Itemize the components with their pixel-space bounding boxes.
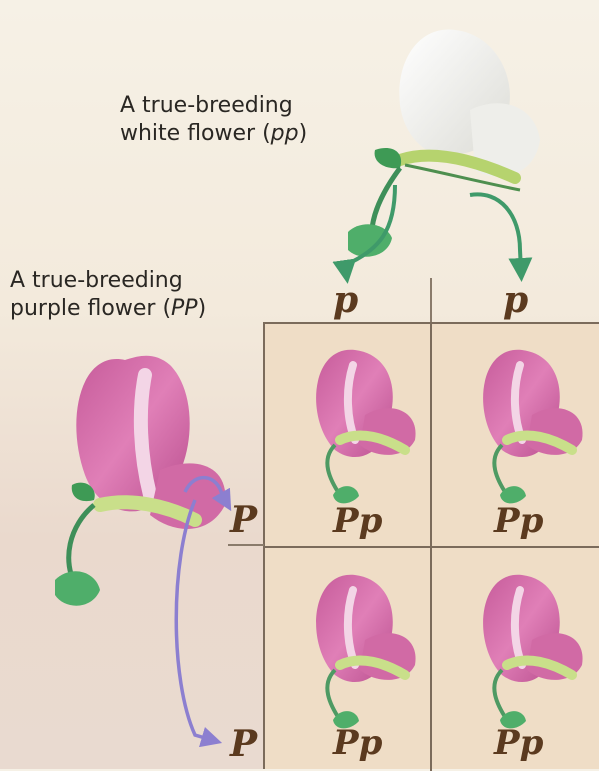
white-parent-genotype: pp: [271, 121, 299, 146]
offspring-flower-3: [316, 575, 415, 729]
row-allele-1: P: [230, 502, 257, 538]
column-allele-1: p: [333, 282, 358, 318]
cell-genotype-1: Pp: [333, 504, 382, 538]
white-parent-label: A true-breeding white flower (pp): [120, 92, 307, 148]
offspring-flower-2: [483, 350, 582, 504]
white-parent-label-suffix: ): [299, 121, 308, 146]
purple-parent-label-line1: A true-breeding: [10, 267, 206, 295]
cell-genotype-2: Pp: [494, 504, 543, 538]
offspring-flower-1: [316, 350, 415, 504]
purple-parent-label: A true-breeding purple flower (PP): [10, 267, 206, 323]
purple-parent-genotype: PP: [171, 296, 198, 321]
white-parent-label-line1: A true-breeding: [120, 92, 307, 120]
white-parent-label-line2: white flower (pp): [120, 120, 307, 148]
purple-parent-label-prefix: purple flower (: [10, 296, 171, 321]
purple-parent-label-line2: purple flower (PP): [10, 295, 206, 323]
offspring-flower-4: [483, 575, 582, 729]
row-allele-2: P: [230, 726, 257, 762]
cell-genotype-3: Pp: [333, 726, 382, 760]
cell-genotype-4: Pp: [494, 726, 543, 760]
purple-parent-label-suffix: ): [198, 296, 207, 321]
white-parent-label-prefix: white flower (: [120, 121, 271, 146]
column-allele-2: p: [503, 282, 528, 318]
